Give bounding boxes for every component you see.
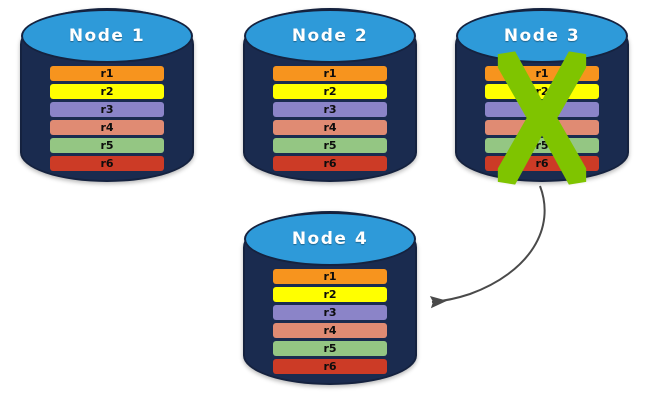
record-bar-r1[interactable]: r1 [273, 269, 387, 284]
cylinder-top-ellipse: Node 4 [244, 212, 416, 266]
record-list: r1 r2 r3 r4 r5 r6 [273, 66, 387, 171]
database-node-2[interactable]: Node 2 r1 r2 r3 r4 r5 r6 [243, 8, 417, 182]
record-bar-r3[interactable]: r3 [273, 102, 387, 117]
record-list: r1 r2 r3 r4 r5 r6 [273, 269, 387, 374]
database-node-4[interactable]: Node 4 r1 r2 r3 r4 r5 r6 [243, 211, 417, 385]
record-bar-r1[interactable]: r1 [273, 66, 387, 81]
node-label: Node 1 [68, 26, 146, 46]
record-bar-r2[interactable]: r2 [485, 84, 599, 99]
node-label: Node 2 [291, 26, 369, 46]
record-bar-r5[interactable]: r5 [485, 138, 599, 153]
record-bar-r1[interactable]: r1 [50, 66, 164, 81]
record-list: r1 r2 r3 r4 r5 r6 [50, 66, 164, 171]
record-bar-r6[interactable]: r6 [273, 359, 387, 374]
cylinder-top-ellipse: Node 3 [456, 9, 628, 63]
database-node-3[interactable]: Node 3 r1 r2 r3 r4 r5 r6 [455, 8, 629, 182]
record-bar-r2[interactable]: r2 [50, 84, 164, 99]
record-bar-r2[interactable]: r2 [273, 287, 387, 302]
node-label: Node 4 [291, 229, 369, 249]
record-bar-r3[interactable]: r3 [273, 305, 387, 320]
cylinder-top-ellipse: Node 1 [21, 9, 193, 63]
database-node-1[interactable]: Node 1 r1 r2 r3 r4 r5 r6 [20, 8, 194, 182]
record-bar-r5[interactable]: r5 [273, 341, 387, 356]
cylinder-top-ellipse: Node 2 [244, 9, 416, 63]
record-bar-r1[interactable]: r1 [485, 66, 599, 81]
record-bar-r6[interactable]: r6 [50, 156, 164, 171]
node-label: Node 3 [503, 26, 581, 46]
record-bar-r3[interactable]: r3 [485, 102, 599, 117]
record-list: r1 r2 r3 r4 r5 r6 [485, 66, 599, 171]
record-bar-r3[interactable]: r3 [50, 102, 164, 117]
record-bar-r5[interactable]: r5 [273, 138, 387, 153]
record-bar-r4[interactable]: r4 [50, 120, 164, 135]
record-bar-r4[interactable]: r4 [485, 120, 599, 135]
record-bar-r4[interactable]: r4 [273, 323, 387, 338]
record-bar-r6[interactable]: r6 [485, 156, 599, 171]
record-bar-r4[interactable]: r4 [273, 120, 387, 135]
record-bar-r6[interactable]: r6 [273, 156, 387, 171]
record-bar-r2[interactable]: r2 [273, 84, 387, 99]
record-bar-r5[interactable]: r5 [50, 138, 164, 153]
